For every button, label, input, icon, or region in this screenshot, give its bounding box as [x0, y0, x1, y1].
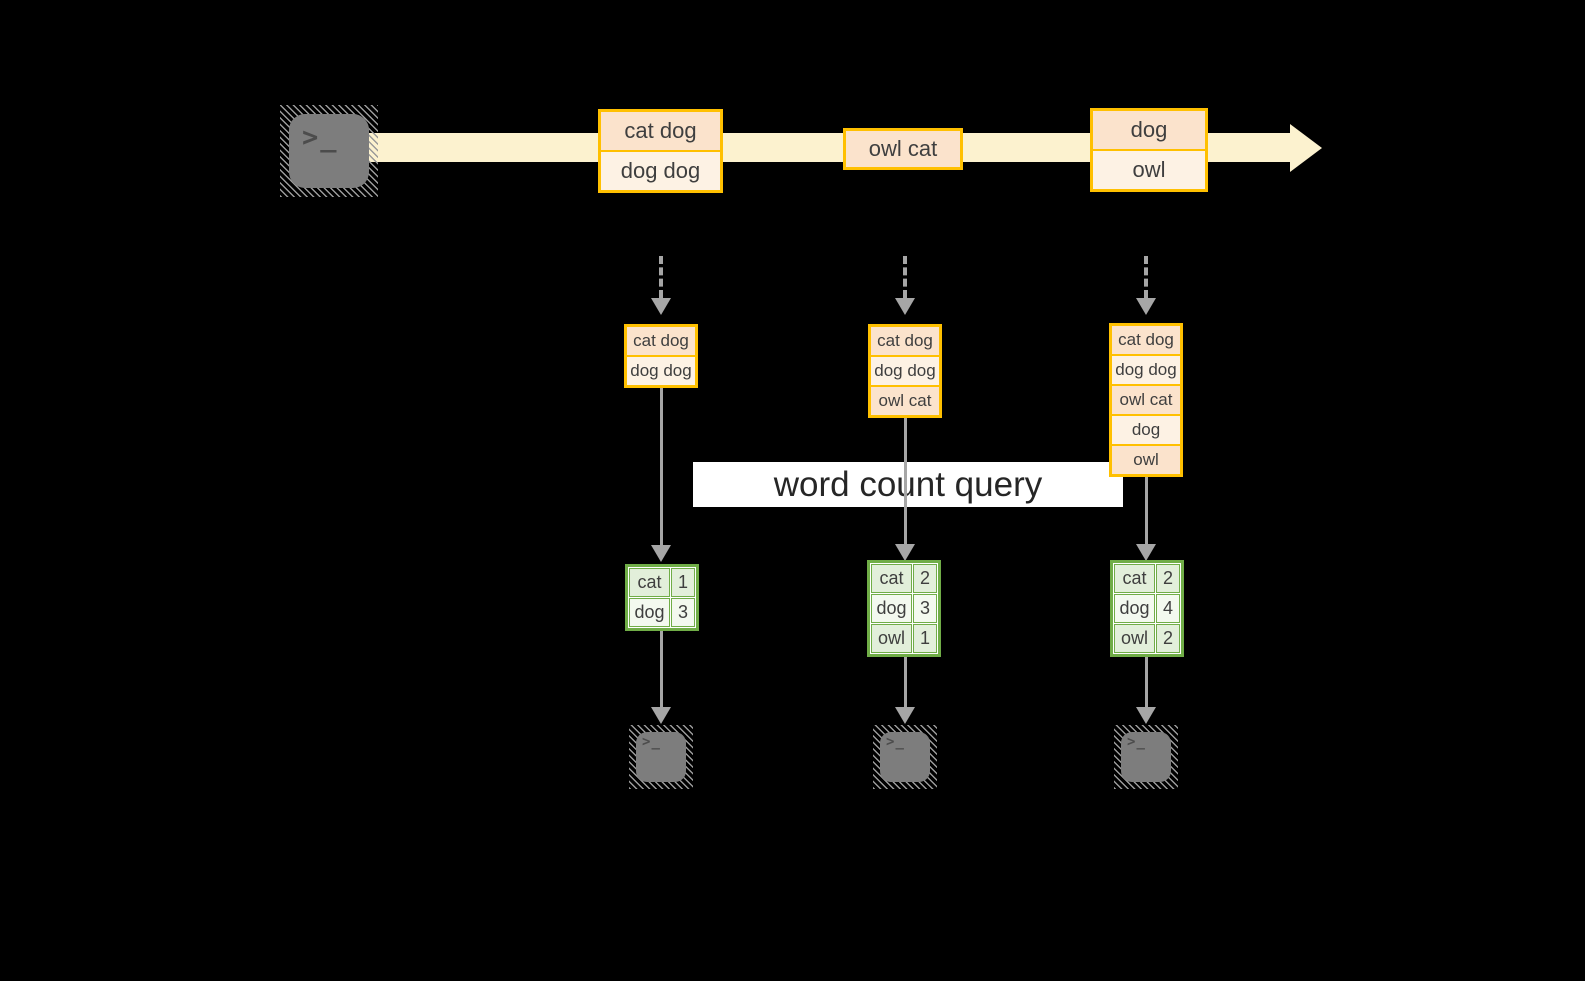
stream-window-line: cat dog [627, 327, 695, 355]
timeline-event-stack: owl cat [843, 128, 963, 170]
sink-down-arrow [660, 631, 663, 707]
timeline-event-line: dog [1093, 111, 1205, 149]
query-down-arrowhead [895, 544, 915, 561]
stream-window-line: dog dog [871, 357, 939, 385]
sink-down-arrowhead [651, 707, 671, 724]
timeline-event-line: owl [1093, 151, 1205, 189]
word-count-query-label: word count query [773, 464, 1043, 504]
terminal-icon-body: >_ [1121, 732, 1171, 782]
stream-window-line: owl [1112, 446, 1180, 474]
stream-window-line: dog dog [627, 357, 695, 385]
terminal-icon-body: >_ [880, 732, 930, 782]
count-value: 2 [1156, 624, 1180, 653]
stream-window-line: owl cat [1112, 386, 1180, 414]
count-value: 1 [913, 624, 937, 653]
stream-window-line: owl cat [871, 387, 939, 415]
query-down-arrowhead [651, 545, 671, 562]
terminal-icon: >_ [1114, 725, 1178, 789]
sink-down-arrow [1145, 657, 1148, 707]
count-value: 2 [1156, 564, 1180, 593]
count-word: owl [871, 624, 912, 653]
dashed-down-arrow [903, 256, 907, 298]
count-value: 2 [913, 564, 937, 593]
stream-window-line: dog dog [1112, 356, 1180, 384]
terminal-prompt-glyph: >_ [642, 734, 661, 750]
count-word: dog [871, 594, 912, 623]
count-word: cat [629, 568, 670, 597]
sink-down-arrow [904, 657, 907, 707]
count-word: cat [1114, 564, 1155, 593]
dashed-down-arrowhead [895, 298, 915, 315]
timeline-event-line: dog dog [601, 152, 720, 190]
terminal-icon: >_ [873, 725, 937, 789]
count-word: dog [1114, 594, 1155, 623]
stream-timeline-arrowhead [1290, 124, 1322, 172]
dashed-down-arrow [659, 256, 663, 298]
count-word: owl [1114, 624, 1155, 653]
count-value: 1 [671, 568, 695, 597]
count-value: 4 [1156, 594, 1180, 623]
timeline-event-line: cat dog [601, 112, 720, 150]
stream-window-line: cat dog [871, 327, 939, 355]
stream-window-line: cat dog [1112, 326, 1180, 354]
terminal-icon: >_ [629, 725, 693, 789]
terminal-icon-body: >_ [289, 114, 369, 188]
stream-window-line: dog [1112, 416, 1180, 444]
timeline-event-line: owl cat [846, 131, 960, 167]
count-word: dog [629, 598, 670, 627]
count-value: 3 [671, 598, 695, 627]
dashed-down-arrowhead [651, 298, 671, 315]
query-down-arrow [660, 387, 663, 545]
terminal-icon-body: >_ [636, 732, 686, 782]
query-down-arrowhead [1136, 544, 1156, 561]
terminal-prompt-glyph: >_ [1127, 734, 1146, 750]
query-down-arrow [904, 418, 907, 544]
dashed-down-arrow [1144, 256, 1148, 298]
count-value: 3 [913, 594, 937, 623]
terminal-icon: >_ [280, 105, 378, 197]
word-count-query-band: word count query [693, 462, 1123, 507]
sink-down-arrowhead [1136, 707, 1156, 724]
query-down-arrow [1145, 477, 1148, 544]
terminal-prompt-glyph: >_ [302, 122, 339, 153]
terminal-prompt-glyph: >_ [886, 734, 905, 750]
sink-down-arrowhead [895, 707, 915, 724]
dashed-down-arrowhead [1136, 298, 1156, 315]
count-word: cat [871, 564, 912, 593]
